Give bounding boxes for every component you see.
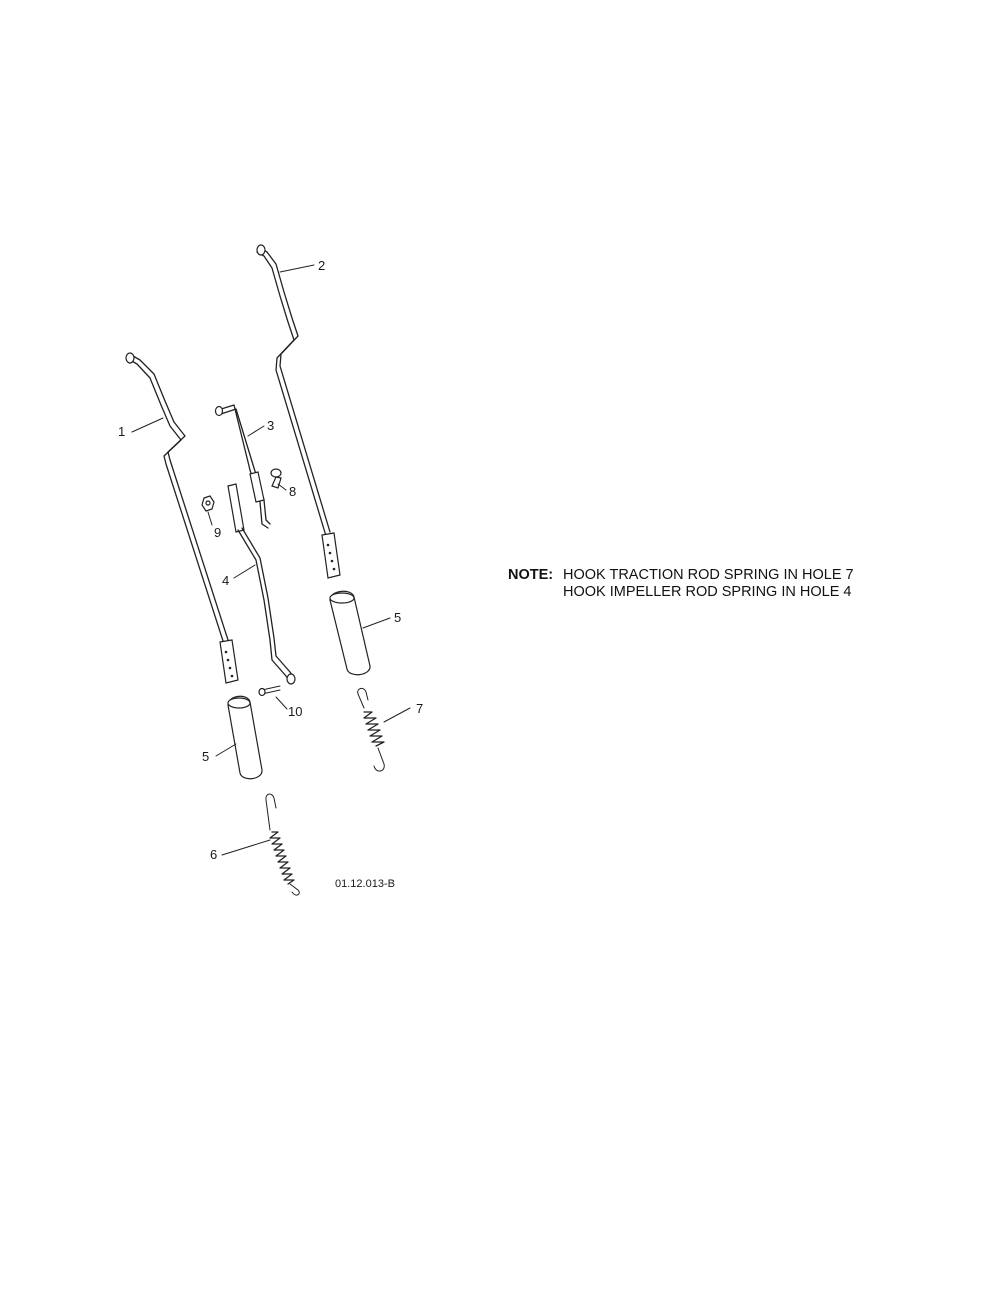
note-line-1: NOTE: HOOK TRACTION ROD SPRING IN HOLE 7 (508, 567, 854, 584)
spring-6 (265, 793, 300, 896)
callout-5-left: 5 (202, 749, 209, 764)
callout-6: 6 (210, 847, 217, 862)
callout-9: 9 (214, 525, 221, 540)
callout-3: 3 (267, 418, 274, 433)
callout-5-right: 5 (394, 610, 401, 625)
rod-4 (227, 483, 296, 685)
callout-4: 4 (222, 573, 229, 588)
sleeve-5-left (227, 695, 263, 780)
sleeve-5-right (329, 590, 371, 676)
callout-2: 2 (318, 258, 325, 273)
callout-8: 8 (289, 484, 296, 499)
spring-7 (357, 687, 385, 772)
callout-10: 10 (288, 704, 302, 719)
part-reference-code: 01.12.013-B (335, 878, 395, 890)
callout-1: 1 (118, 424, 125, 439)
note-line-2: HOOK IMPELLER ROD SPRING IN HOLE 4 (508, 584, 854, 601)
bolt-8 (270, 468, 282, 489)
nut-9 (201, 495, 215, 512)
rod-2 (256, 244, 341, 579)
note-text-2: HOOK IMPELLER ROD SPRING IN HOLE 4 (563, 584, 852, 600)
rod-1 (125, 352, 239, 684)
note-block: NOTE:HOOK TRACTION ROD SPRING IN HOLE 7 … (508, 567, 854, 601)
callout-7: 7 (416, 701, 423, 716)
note-label: NOTE: (508, 567, 554, 583)
note-text-1: HOOK TRACTION ROD SPRING IN HOLE 7 (563, 567, 854, 583)
rod-3 (214, 404, 271, 529)
pin-10 (258, 685, 281, 697)
